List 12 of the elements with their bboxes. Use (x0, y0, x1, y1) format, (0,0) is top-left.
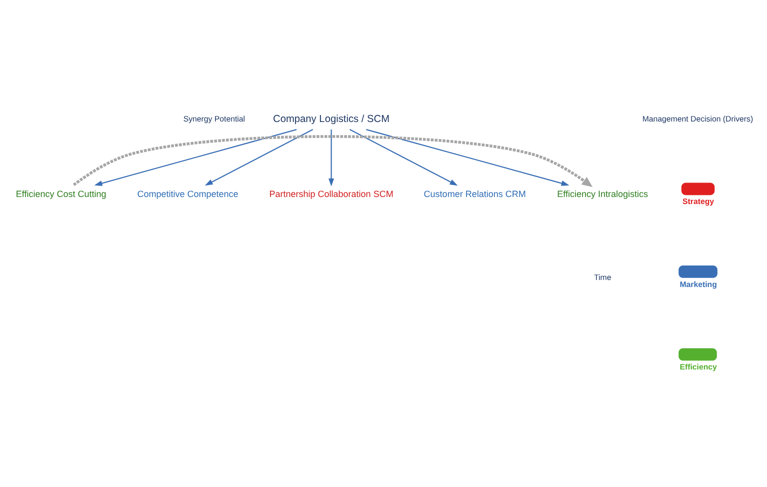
node-text: Efficiency Intralogistics (557, 189, 648, 200)
arrow (72, 135, 593, 187)
arrow (204, 129, 314, 186)
arrow (94, 129, 297, 186)
node-text: Partnership Collaboration SCM (269, 189, 394, 200)
node-text: Efficiency Cost Cutting (16, 189, 106, 200)
node-text: Customer Relations CRM (424, 189, 526, 200)
node-text: Company Logistics / SCM (273, 114, 390, 125)
node-text: Competitive Competence (137, 189, 238, 200)
arrow (328, 130, 334, 186)
arrow (366, 129, 570, 186)
arrow (350, 129, 458, 186)
